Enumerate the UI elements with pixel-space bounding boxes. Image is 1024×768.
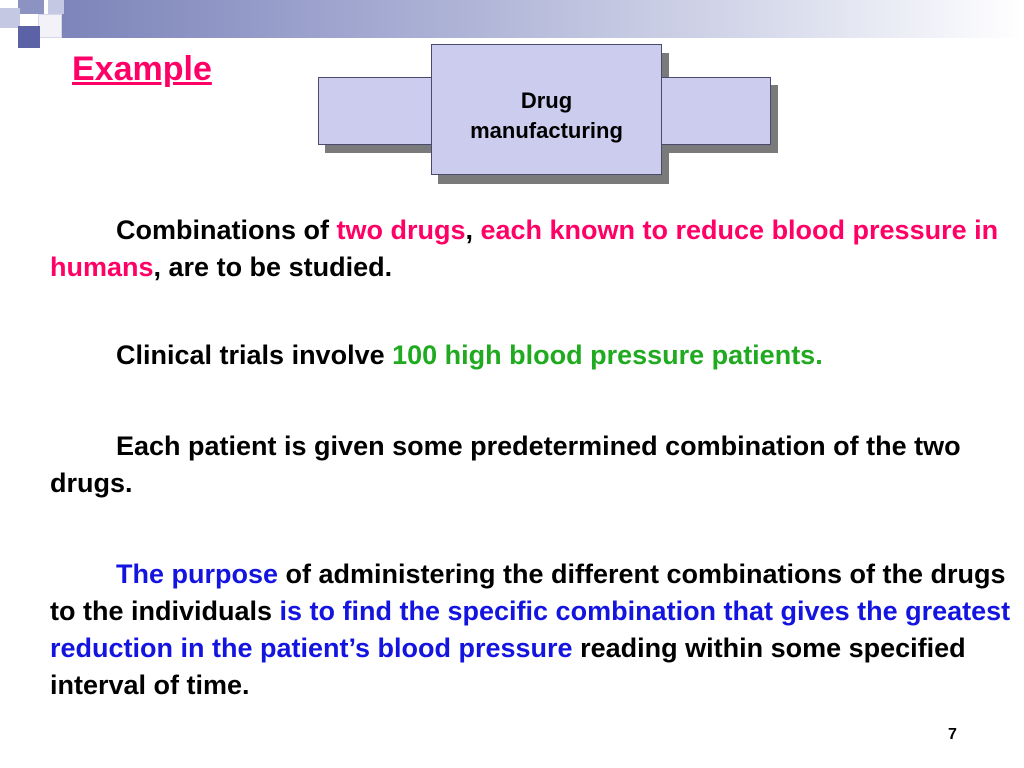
slide-number: 7 — [948, 726, 957, 743]
slide-title: Example — [72, 50, 212, 88]
p2-highlight-patients: 100 high blood pressure patients. — [392, 340, 823, 370]
box-label-line2: manufacturing — [470, 118, 623, 143]
header-gradient-bar — [50, 0, 1024, 38]
decor-square — [0, 8, 20, 28]
box-label-line1: Drug — [520, 88, 573, 113]
p4-highlight-find: is to find the specific combination that… — [50, 596, 1011, 663]
box-center-fill — [432, 78, 661, 144]
drug-manufacturing-box: Drug manufacturing — [318, 44, 778, 184]
p1-text: Combinations of — [116, 215, 337, 245]
p1-comma: , — [465, 215, 481, 245]
box-label: Drug manufacturing — [431, 86, 662, 146]
decor-square — [18, 26, 40, 48]
p1-highlight-known: each known to reduce blood pressure in h… — [50, 215, 999, 282]
p4-highlight-purpose: The purpose — [116, 559, 279, 589]
p4-text: of administering the different combinati… — [50, 559, 1006, 626]
p1-highlight-two-drugs: two drugs — [336, 215, 466, 245]
paragraph-clinical-trials: Clinical trials involve 100 high blood p… — [50, 337, 1020, 374]
paragraph-each-patient: Each patient is given some predetermined… — [50, 428, 1020, 502]
decor-square — [38, 14, 62, 38]
p2-text: Clinical trials involve — [116, 340, 393, 370]
paragraph-purpose: The purpose of administering the differe… — [50, 556, 1020, 704]
decor-square — [18, 0, 44, 14]
p4-text-end: reading within some specified interval o… — [50, 633, 966, 700]
p3-text: Each patient is given some predetermined… — [50, 431, 961, 498]
decor-square — [48, 0, 64, 14]
p1-text-end: , are to be studied. — [153, 252, 393, 282]
paragraph-combinations: Combinations of two drugs, each known to… — [50, 212, 1020, 286]
